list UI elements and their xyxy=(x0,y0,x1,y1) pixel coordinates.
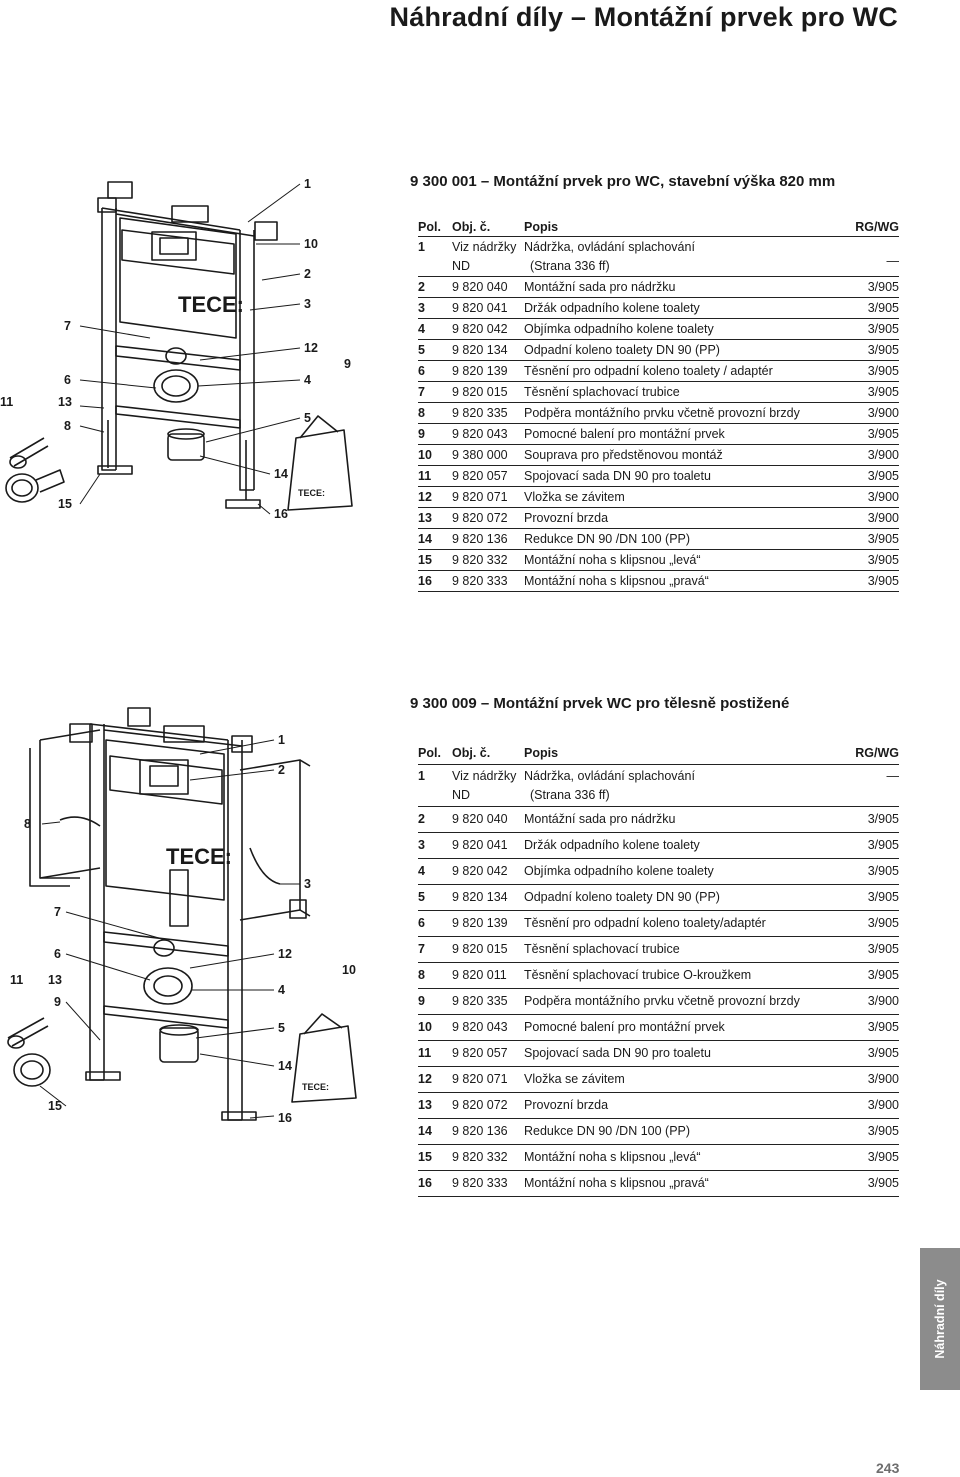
header-desc: Popis xyxy=(524,219,559,234)
section-title: 9 300 009 – Montážní prvek WC pro tělesn… xyxy=(410,695,790,712)
callout-12: 12 xyxy=(278,947,292,961)
mounting-frame-diagram-accessible: TECE: TECE: 1 2 8 3 7 6 12 11 13 10 9 4 … xyxy=(7,707,357,1125)
page-title: Náhradní díly – Montážní prvek pro WC xyxy=(389,2,898,32)
tece-logo: TECE: xyxy=(178,292,244,317)
header-pos: Pol. xyxy=(418,219,441,234)
callout-13: 13 xyxy=(48,973,62,987)
header-obj: Obj. č. xyxy=(452,219,491,234)
callout-15: 15 xyxy=(58,497,72,511)
table-header: Pol. Obj. č. Popis RG/WG xyxy=(418,217,899,237)
callout-14: 14 xyxy=(278,1059,292,1073)
callout-1: 1 xyxy=(304,177,311,191)
callout-9: 9 xyxy=(344,357,351,371)
callout-6: 6 xyxy=(64,373,71,387)
callout-2: 2 xyxy=(278,763,285,777)
header-pos: Pol. xyxy=(418,746,441,760)
header-rg: RG/WG xyxy=(855,746,899,760)
callout-13: 13 xyxy=(58,395,72,409)
callout-8: 8 xyxy=(64,419,71,433)
callout-11: 11 xyxy=(0,395,13,409)
callout-5: 5 xyxy=(304,411,311,425)
bag-logo: TECE: xyxy=(298,488,325,498)
callout-7: 7 xyxy=(54,905,61,919)
callout-11: 11 xyxy=(10,973,23,987)
callout-1: 1 xyxy=(278,733,285,747)
page-number: 243 xyxy=(876,1460,900,1476)
section-title: 9 300 001 – Montážní prvek pro WC, stave… xyxy=(410,173,836,190)
callout-6: 6 xyxy=(54,947,61,961)
chapter-tab-label: Náhradní díly xyxy=(933,1279,947,1359)
callout-16: 16 xyxy=(278,1111,292,1125)
callout-4: 4 xyxy=(278,983,285,997)
chapter-tab: Náhradní díly xyxy=(920,1248,960,1390)
callout-16: 16 xyxy=(274,507,288,521)
callout-9: 9 xyxy=(54,995,61,1009)
callout-12: 12 xyxy=(304,341,318,355)
callout-2: 2 xyxy=(304,267,311,281)
callout-10: 10 xyxy=(342,963,356,977)
callout-15: 15 xyxy=(48,1099,62,1113)
callout-3: 3 xyxy=(304,297,311,311)
callout-8: 8 xyxy=(24,817,31,831)
table-header: Pol. Obj. č. Popis RG/WG xyxy=(418,742,899,765)
bag-logo: TECE: xyxy=(302,1082,329,1092)
callout-4: 4 xyxy=(304,373,311,387)
header-desc: Popis xyxy=(524,746,559,760)
callout-7: 7 xyxy=(64,319,71,333)
callout-14: 14 xyxy=(274,467,288,481)
mounting-frame-diagram: TECE: TECE: 1 10 2 3 7 12 9 6 4 11 13 8 … xyxy=(0,177,353,521)
tece-logo: TECE: xyxy=(166,844,232,869)
callout-3: 3 xyxy=(304,877,311,891)
callout-5: 5 xyxy=(278,1021,285,1035)
header-obj: Obj. č. xyxy=(452,746,491,760)
header-rg: RG/WG xyxy=(855,219,899,234)
callout-10: 10 xyxy=(304,237,318,251)
